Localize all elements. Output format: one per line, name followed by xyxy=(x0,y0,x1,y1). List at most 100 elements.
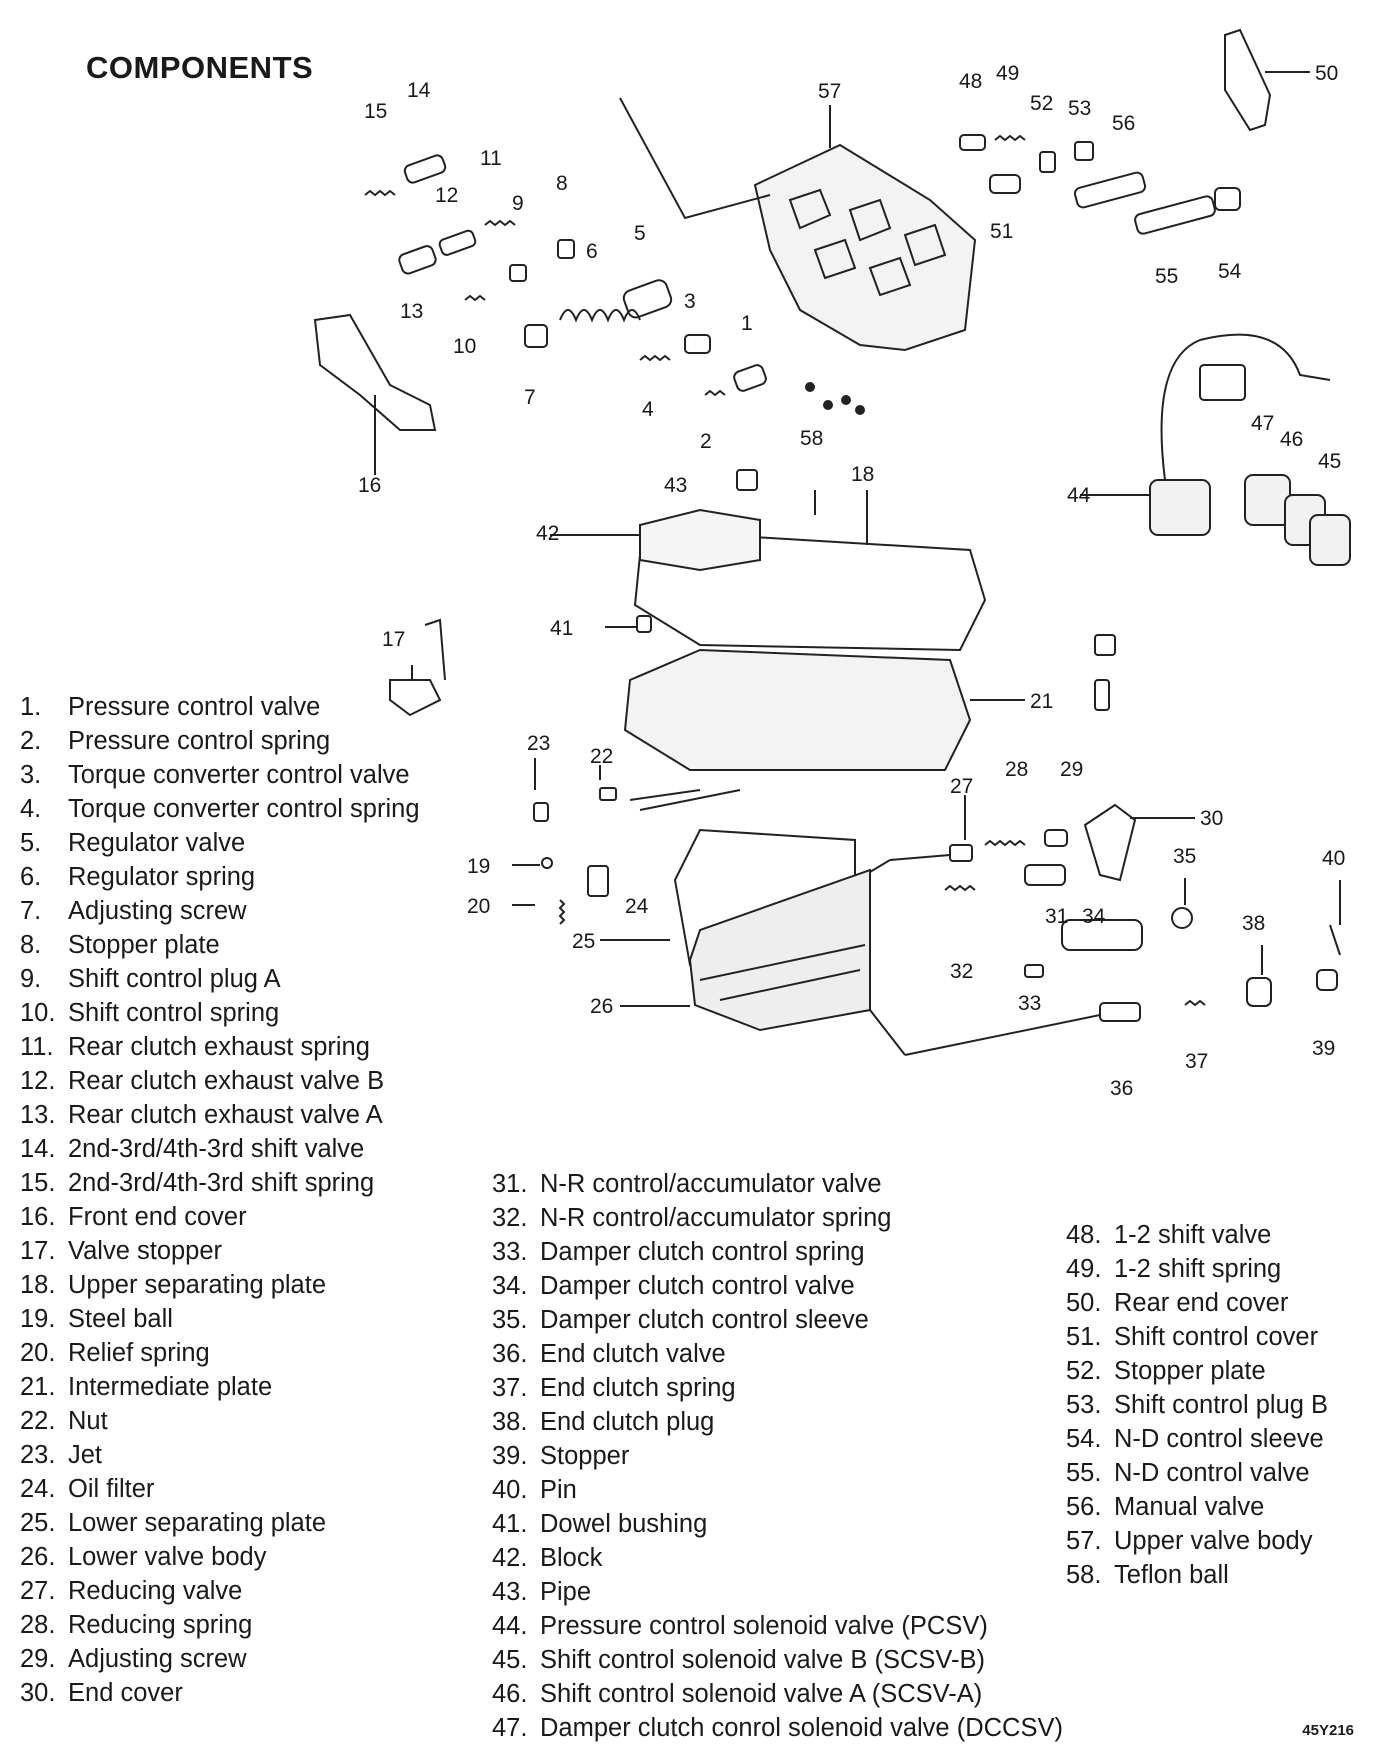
upper-separating-plate-shape xyxy=(633,533,987,652)
legend-item: 43.Pipe xyxy=(492,1578,592,1606)
legend-item: 25.Lower separating plate xyxy=(20,1509,327,1537)
callout-label: 35 xyxy=(1173,845,1196,868)
rear-end-cover-shape xyxy=(1224,28,1272,132)
callout-label: 44 xyxy=(1067,484,1091,507)
callout-label: 40 xyxy=(1322,847,1345,870)
callout-label: 53 xyxy=(1068,97,1091,120)
callout-label: 8 xyxy=(556,172,568,195)
legend-item: 7.Adjusting screw xyxy=(20,897,247,925)
legend-item: 22.Nut xyxy=(20,1407,108,1435)
callout-label: 58 xyxy=(800,427,823,450)
callout-label: 47 xyxy=(1251,412,1274,435)
legend-item: 23.Jet xyxy=(20,1441,103,1469)
callout-label: 6 xyxy=(586,240,598,263)
callout-label: 24 xyxy=(625,895,649,918)
callout-labels: 1 2 3 4 5 6 7 8 9 10 11 12 13 14 15 16 1… xyxy=(358,62,1345,1100)
callout-label: 32 xyxy=(950,960,973,983)
callout-label: 55 xyxy=(1155,265,1178,288)
legend-item: 5.Regulator valve xyxy=(20,829,246,857)
legend-item: 4.Torque converter control spring xyxy=(20,795,420,823)
legend-item: 49.1-2 shift spring xyxy=(1066,1255,1282,1283)
legend-item: 2.Pressure control spring xyxy=(20,727,331,755)
solenoid-harness-shape xyxy=(1160,333,1331,481)
legend-item: 12.Rear clutch exhaust valve B xyxy=(20,1067,385,1095)
callout-label: 52 xyxy=(1030,92,1053,115)
legend-item: 58.Teflon ball xyxy=(1066,1561,1229,1589)
valve-stopper-shape xyxy=(389,679,442,717)
legend-item: 15.2nd-3rd/4th-3rd shift spring xyxy=(20,1169,375,1197)
legend-item: 3.Torque converter control valve xyxy=(20,761,410,789)
legend-item: 47.Damper clutch conrol solenoid valve (… xyxy=(492,1714,1063,1742)
callout-label: 19 xyxy=(467,855,490,878)
callout-label: 1 xyxy=(741,312,753,335)
legend-item: 8.Stopper plate xyxy=(20,931,220,959)
callout-label: 29 xyxy=(1060,758,1083,781)
legend-item: 14.2nd-3rd/4th-3rd shift valve xyxy=(20,1135,365,1163)
legend-item: 44.Pressure control solenoid valve (PCSV… xyxy=(492,1612,988,1640)
legend-item: 41.Dowel bushing xyxy=(492,1510,708,1538)
callout-label: 22 xyxy=(590,745,613,768)
legend-item: 32.N-R control/accumulator spring xyxy=(492,1204,892,1232)
callout-label: 17 xyxy=(382,628,405,651)
upper-valve-body-shape xyxy=(753,143,977,352)
callout-label: 38 xyxy=(1242,912,1265,935)
figure-code: 45Y216 xyxy=(1302,1722,1354,1739)
callout-label: 37 xyxy=(1185,1050,1208,1073)
legend-item: 20.Relief spring xyxy=(20,1339,210,1367)
callout-label: 4 xyxy=(642,398,654,421)
callout-label: 16 xyxy=(358,474,381,497)
legend-item: 24.Oil filter xyxy=(20,1475,155,1503)
legend-item: 35.Damper clutch control sleeve xyxy=(492,1306,869,1334)
legend-item: 26.Lower valve body xyxy=(20,1543,267,1571)
legend-item: 42.Block xyxy=(492,1544,603,1572)
callout-label: 43 xyxy=(664,474,687,497)
callout-label: 48 xyxy=(959,70,982,93)
callout-label: 42 xyxy=(536,522,559,545)
page-title: COMPONENTS xyxy=(86,50,314,85)
callout-label: 21 xyxy=(1030,690,1053,713)
legend-item: 16.Front end cover xyxy=(20,1203,247,1231)
legend-item: 38.End clutch plug xyxy=(492,1408,715,1436)
legend-item: 46.Shift control solenoid valve A (SCSV-… xyxy=(492,1680,983,1708)
callout-label: 5 xyxy=(634,222,646,245)
legend-item: 37.End clutch spring xyxy=(492,1374,736,1402)
parts-legend-column-1: 1.Pressure control valve 2.Pressure cont… xyxy=(20,690,420,1710)
callout-label: 28 xyxy=(1005,758,1028,781)
legend-item: 52.Stopper plate xyxy=(1066,1357,1266,1385)
callout-label: 26 xyxy=(590,995,613,1018)
callout-label: 23 xyxy=(527,732,550,755)
legend-item: 19.Steel ball xyxy=(20,1305,173,1333)
legend-item: 57.Upper valve body xyxy=(1066,1527,1313,1555)
intermediate-plate-shape xyxy=(623,648,972,771)
legend-item: 9.Shift control plug A xyxy=(20,965,281,993)
dccsv-solenoid-shape xyxy=(1244,474,1291,526)
legend-item: 56.Manual valve xyxy=(1066,1493,1265,1521)
legend-item: 48.1-2 shift valve xyxy=(1066,1221,1272,1249)
legend-item: 10.Shift control spring xyxy=(20,999,280,1027)
legend-item: 45.Shift control solenoid valve B (SCSV-… xyxy=(492,1646,986,1674)
block-shape xyxy=(639,508,761,572)
legend-item: 21.Intermediate plate xyxy=(20,1373,273,1401)
callout-label: 54 xyxy=(1218,260,1242,283)
legend-item: 40.Pin xyxy=(492,1476,577,1504)
legend-item: 39.Stopper xyxy=(492,1442,630,1470)
callout-label: 10 xyxy=(453,335,476,358)
callout-label: 34 xyxy=(1082,905,1106,928)
end-cover-shape xyxy=(1083,803,1137,882)
legend-item: 51.Shift control cover xyxy=(1066,1323,1319,1351)
callout-label: 30 xyxy=(1200,807,1223,830)
callout-label: 18 xyxy=(851,463,874,486)
legend-item: 30.End cover xyxy=(20,1679,183,1707)
legend-item: 18.Upper separating plate xyxy=(20,1271,327,1299)
legend-item: 33.Damper clutch control spring xyxy=(492,1238,865,1266)
legend-item: 6.Regulator spring xyxy=(20,863,256,891)
front-end-cover-shape xyxy=(313,313,437,431)
pcsv-solenoid-shape xyxy=(1149,479,1211,536)
legend-item: 54.N-D control sleeve xyxy=(1066,1425,1324,1453)
callout-label: 13 xyxy=(400,300,423,323)
legend-item: 36.End clutch valve xyxy=(492,1340,726,1368)
callout-label: 57 xyxy=(818,80,841,103)
callout-label: 20 xyxy=(467,895,490,918)
legend-item: 31.N-R control/accumulator valve xyxy=(492,1170,882,1198)
